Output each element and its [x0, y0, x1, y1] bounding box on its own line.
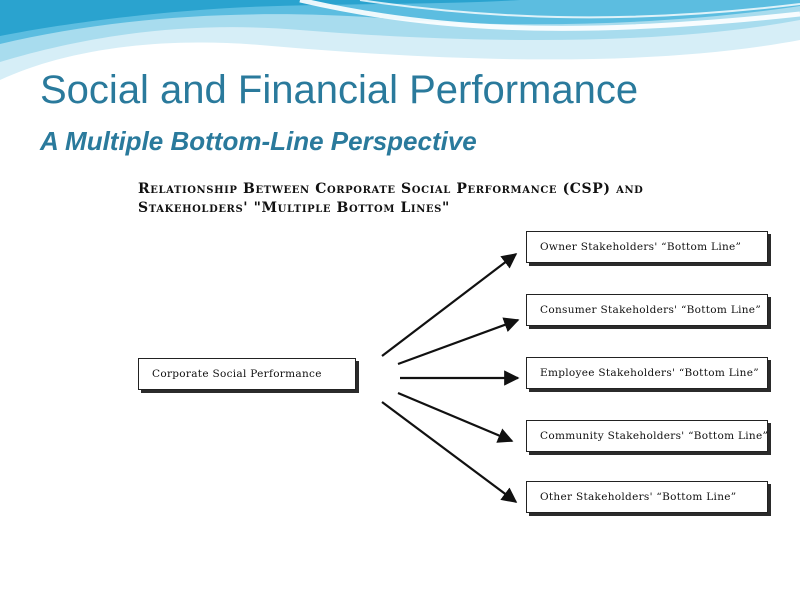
slide-title: Social and Financial Performance — [40, 68, 639, 112]
arrow-to-consumer — [397, 317, 520, 366]
target-box-owner: Owner Stakeholders' “Bottom Line” — [526, 231, 768, 263]
figure-title-line-2: Stakeholders' "Multiple Bottom Lines" — [138, 200, 450, 216]
slide-subtitle: A Multiple Bottom-Line Perspective — [40, 126, 477, 156]
figure-title-line-1: Relationship Between Corporate Social Pe… — [138, 181, 644, 197]
csp-source-box: Corporate Social Performance — [138, 358, 356, 390]
target-box-consumer: Consumer Stakeholders' “Bottom Line” — [526, 294, 768, 326]
figure-title: Relationship Between Corporate Social Pe… — [138, 180, 643, 218]
target-box-other: Other Stakeholders' “Bottom Line” — [526, 481, 768, 513]
arrow-to-community — [397, 391, 514, 443]
target-box-employee: Employee Stakeholders' “Bottom Line” — [526, 357, 768, 389]
arrow-to-owner — [381, 253, 518, 357]
header-wave-decoration — [0, 0, 800, 80]
arrow-to-other — [381, 401, 518, 503]
target-box-community: Community Stakeholders' “Bottom Line” — [526, 420, 768, 452]
